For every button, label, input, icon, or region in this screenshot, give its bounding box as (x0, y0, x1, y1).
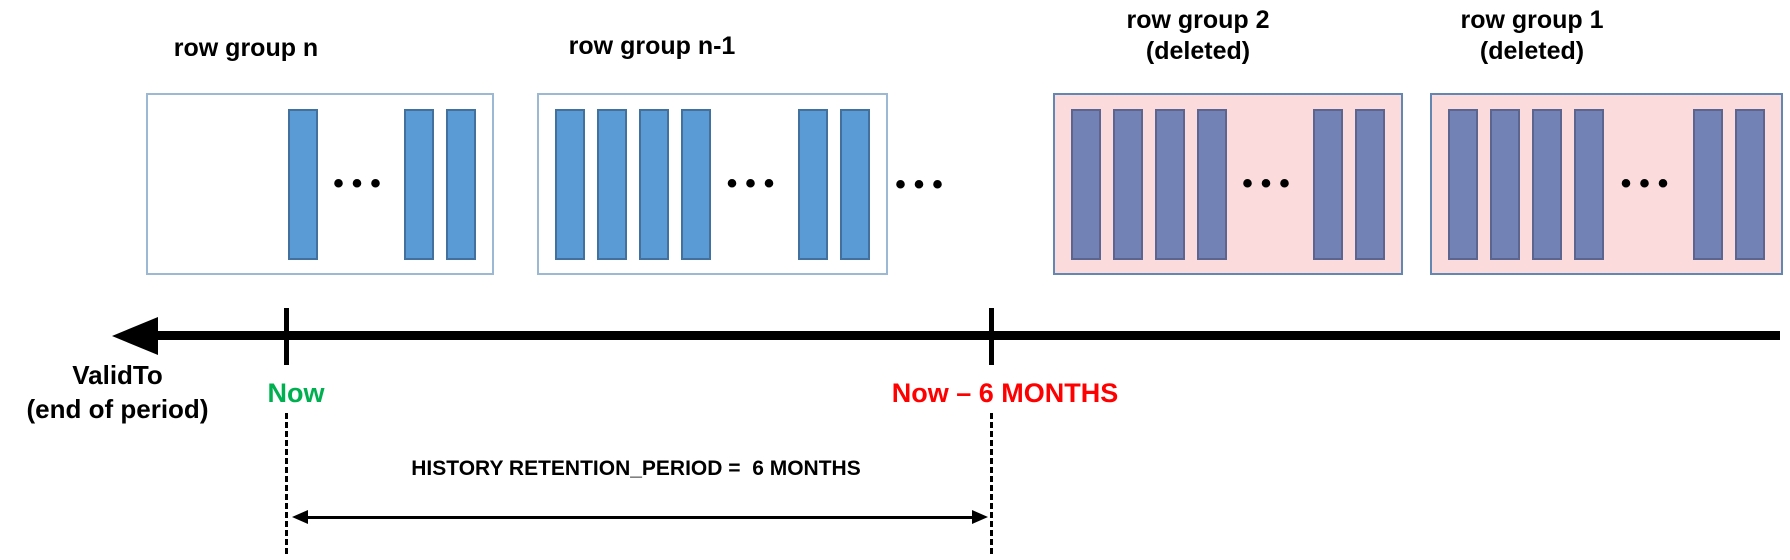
row-group-label-text: row group n (173, 34, 319, 62)
row-bar (597, 108, 627, 260)
in-group-ellipsis: ••• (333, 167, 389, 200)
row-group-n-box: ••• (146, 93, 494, 275)
now-label: Now (267, 378, 325, 408)
row-group-label-text: row group 1 (1460, 6, 1604, 34)
row-group-label-text: row group n-1 (568, 32, 736, 60)
row-group-n-label: row group n (96, 33, 396, 64)
deleted-row-bar (1313, 108, 1343, 260)
row-group-n1-box: ••• (537, 93, 888, 275)
retention-range-arrow (305, 516, 975, 519)
past-dashed-line (990, 413, 993, 554)
in-group-ellipsis: ••• (726, 167, 783, 200)
in-group-ellipsis: ••• (1620, 167, 1677, 200)
row-group-2-label: row group 2 (deleted) (1048, 5, 1348, 67)
row-bar (404, 108, 434, 260)
deleted-row-bar (1197, 108, 1227, 260)
deleted-row-bar (1355, 108, 1385, 260)
retention-period-label: HISTORY RETENTION_PERIOD = 6 MONTHS (411, 457, 861, 480)
row-bar (446, 108, 476, 260)
row-bar (288, 108, 318, 260)
deleted-row-bar (1448, 108, 1478, 260)
row-group-1-label: row group 1 (deleted) (1382, 5, 1682, 67)
row-bar (639, 108, 669, 260)
range-right-arrowhead-icon (972, 510, 988, 524)
validto-axis-label: ValidTo (end of period) (0, 358, 235, 426)
range-left-arrowhead-icon (292, 510, 308, 524)
deleted-row-bar (1071, 108, 1101, 260)
row-bar (555, 108, 585, 260)
deleted-row-bar (1490, 108, 1520, 260)
now-tick-mark (284, 308, 289, 365)
row-group-deleted-text: (deleted) (1479, 37, 1585, 65)
row-group-n1-label: row group n-1 (502, 31, 802, 62)
deleted-row-bar (1574, 108, 1604, 260)
in-group-ellipsis: ••• (1242, 167, 1298, 200)
between-groups-ellipsis: ••• (895, 168, 951, 201)
row-bar (840, 108, 870, 260)
row-bar (681, 108, 711, 260)
row-group-label-text: row group 2 (1126, 6, 1270, 34)
row-group-1-box-deleted: ••• (1430, 93, 1783, 275)
deleted-row-bar (1113, 108, 1143, 260)
end-of-period-text: (end of period) (26, 394, 209, 424)
deleted-row-bar (1155, 108, 1185, 260)
deleted-row-bar (1693, 108, 1723, 260)
row-bar (798, 108, 828, 260)
now-dashed-line (285, 413, 288, 554)
timeline-axis (150, 331, 1780, 340)
validto-text: ValidTo (72, 360, 163, 390)
deleted-row-bar (1735, 108, 1765, 260)
timeline-left-arrowhead-icon (112, 317, 158, 355)
row-group-2-box-deleted: ••• (1053, 93, 1403, 275)
deleted-row-bar (1532, 108, 1562, 260)
past-tick-mark (989, 308, 994, 365)
row-group-deleted-text: (deleted) (1145, 37, 1251, 65)
now-minus-6-months-label: Now – 6 MONTHS (891, 378, 1119, 408)
